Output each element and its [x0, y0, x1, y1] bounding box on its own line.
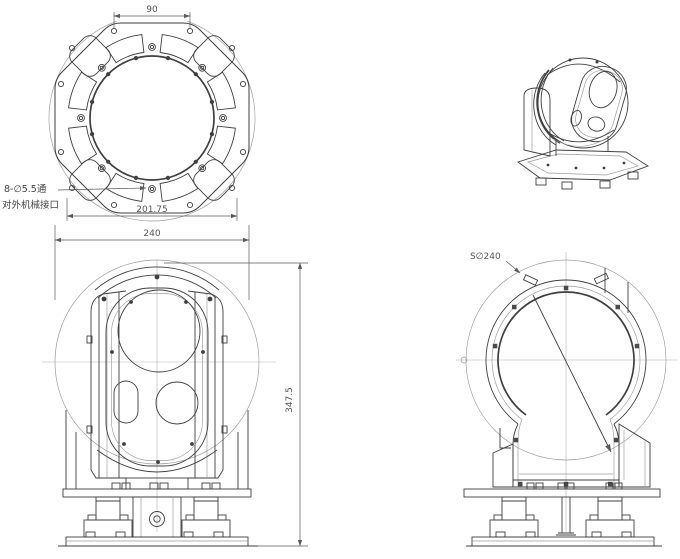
corner-cutout	[193, 159, 235, 201]
front-ball-bottom	[96, 449, 218, 473]
front-bottom-plate	[65, 536, 249, 547]
dimension-347-5: 347.5	[164, 262, 308, 547]
side-base	[463, 482, 662, 547]
iso-dome-edge	[546, 63, 621, 83]
centerline-marker	[460, 356, 468, 364]
dim-347-5-label: 347.5	[285, 387, 295, 413]
dim-sphere-label: S∅240	[470, 252, 501, 262]
side-left-gusset	[492, 443, 514, 488]
mount-holes-8xd5.5	[77, 43, 227, 193]
top-view: 90 201.75 240 8-∅5.5通 对外机械接口	[2, 5, 256, 300]
front-damper-left	[95, 496, 121, 521]
iso-small-window	[570, 110, 582, 127]
isometric-view	[517, 57, 650, 190]
iso-bearing-ring	[536, 69, 561, 144]
dimension-90: 90	[113, 5, 191, 28]
side-damper-left	[501, 496, 527, 521]
corner-cutout	[69, 159, 111, 201]
ball-opening-circle	[89, 55, 215, 181]
sphere-diameter-line	[532, 294, 612, 453]
sphere-diameter-callout: S∅240	[470, 252, 521, 274]
iso-foot	[599, 180, 611, 189]
iso-payload-face	[570, 65, 627, 143]
iso-foot	[535, 177, 547, 186]
corner-cutout	[69, 35, 111, 77]
side-lug	[593, 272, 609, 285]
front-right-arm	[187, 290, 228, 479]
iso-foot	[627, 171, 639, 180]
side-bottom-plate	[471, 536, 655, 547]
dim-90-label: 90	[146, 5, 158, 15]
front-face-outer	[105, 287, 209, 467]
dimension-201-75: 201.75	[66, 198, 238, 221]
iso-ball	[537, 57, 629, 149]
side-view: S∅240	[456, 252, 678, 547]
rim-screws	[90, 56, 214, 180]
dimension-240: 240	[54, 225, 250, 300]
iso-eo-window	[588, 70, 618, 109]
front-eo-window	[117, 289, 201, 373]
iso-ir-window	[587, 116, 606, 132]
plate-edge-holes	[57, 27, 247, 209]
sphere-leader	[505, 260, 521, 274]
front-damper-right	[193, 496, 219, 521]
arc-slots	[68, 34, 236, 202]
side-keyhole-frame	[485, 272, 647, 488]
corner-cutout	[193, 35, 235, 77]
front-view: 347.5	[42, 259, 308, 547]
side-sphere-circle	[465, 259, 667, 461]
side-damper-right	[597, 496, 623, 521]
note-leader	[57, 185, 147, 191]
front-connector	[149, 511, 165, 527]
front-ir-window	[155, 381, 199, 425]
front-sphere-silhouette	[54, 259, 260, 465]
iso-foot	[561, 181, 573, 190]
mount-hole-note-line1: 8-∅5.5通	[4, 184, 47, 195]
front-face-screws	[110, 300, 205, 464]
sphere-outline-arc	[48, 20, 256, 222]
side-top-plate	[463, 488, 661, 498]
front-dome-outer	[94, 266, 220, 291]
mount-hole-note: 8-∅5.5通 对外机械接口	[2, 184, 147, 211]
side-right-gusset	[618, 423, 651, 488]
front-base	[58, 477, 258, 547]
dim-240-label: 240	[143, 229, 160, 239]
side-left-step	[499, 428, 511, 449]
side-lug	[522, 274, 539, 286]
front-laser-window	[113, 380, 139, 424]
side-center-stem	[556, 497, 576, 536]
dim-201-75-label: 201.75	[136, 205, 168, 215]
mount-hole-note-line2: 对外机械接口	[2, 199, 59, 211]
